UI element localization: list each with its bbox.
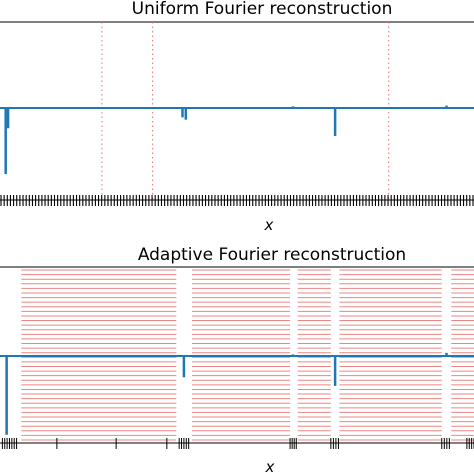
adaptive-chart-title: Adaptive Fourier reconstruction [138, 245, 406, 265]
uniform-plot-area [0, 21, 474, 206]
uniform-x-axis-label: x [264, 216, 274, 234]
uniform-chart-title: Uniform Fourier reconstruction [132, 0, 393, 19]
adaptive-reconstruction-panel: Adaptive Fourier reconstruction x [0, 245, 474, 474]
uniform-reconstruction-panel: Uniform Fourier reconstruction x [0, 0, 474, 234]
adaptive-x-axis-label: x [265, 458, 275, 474]
adaptive-plot-area [0, 266, 474, 449]
